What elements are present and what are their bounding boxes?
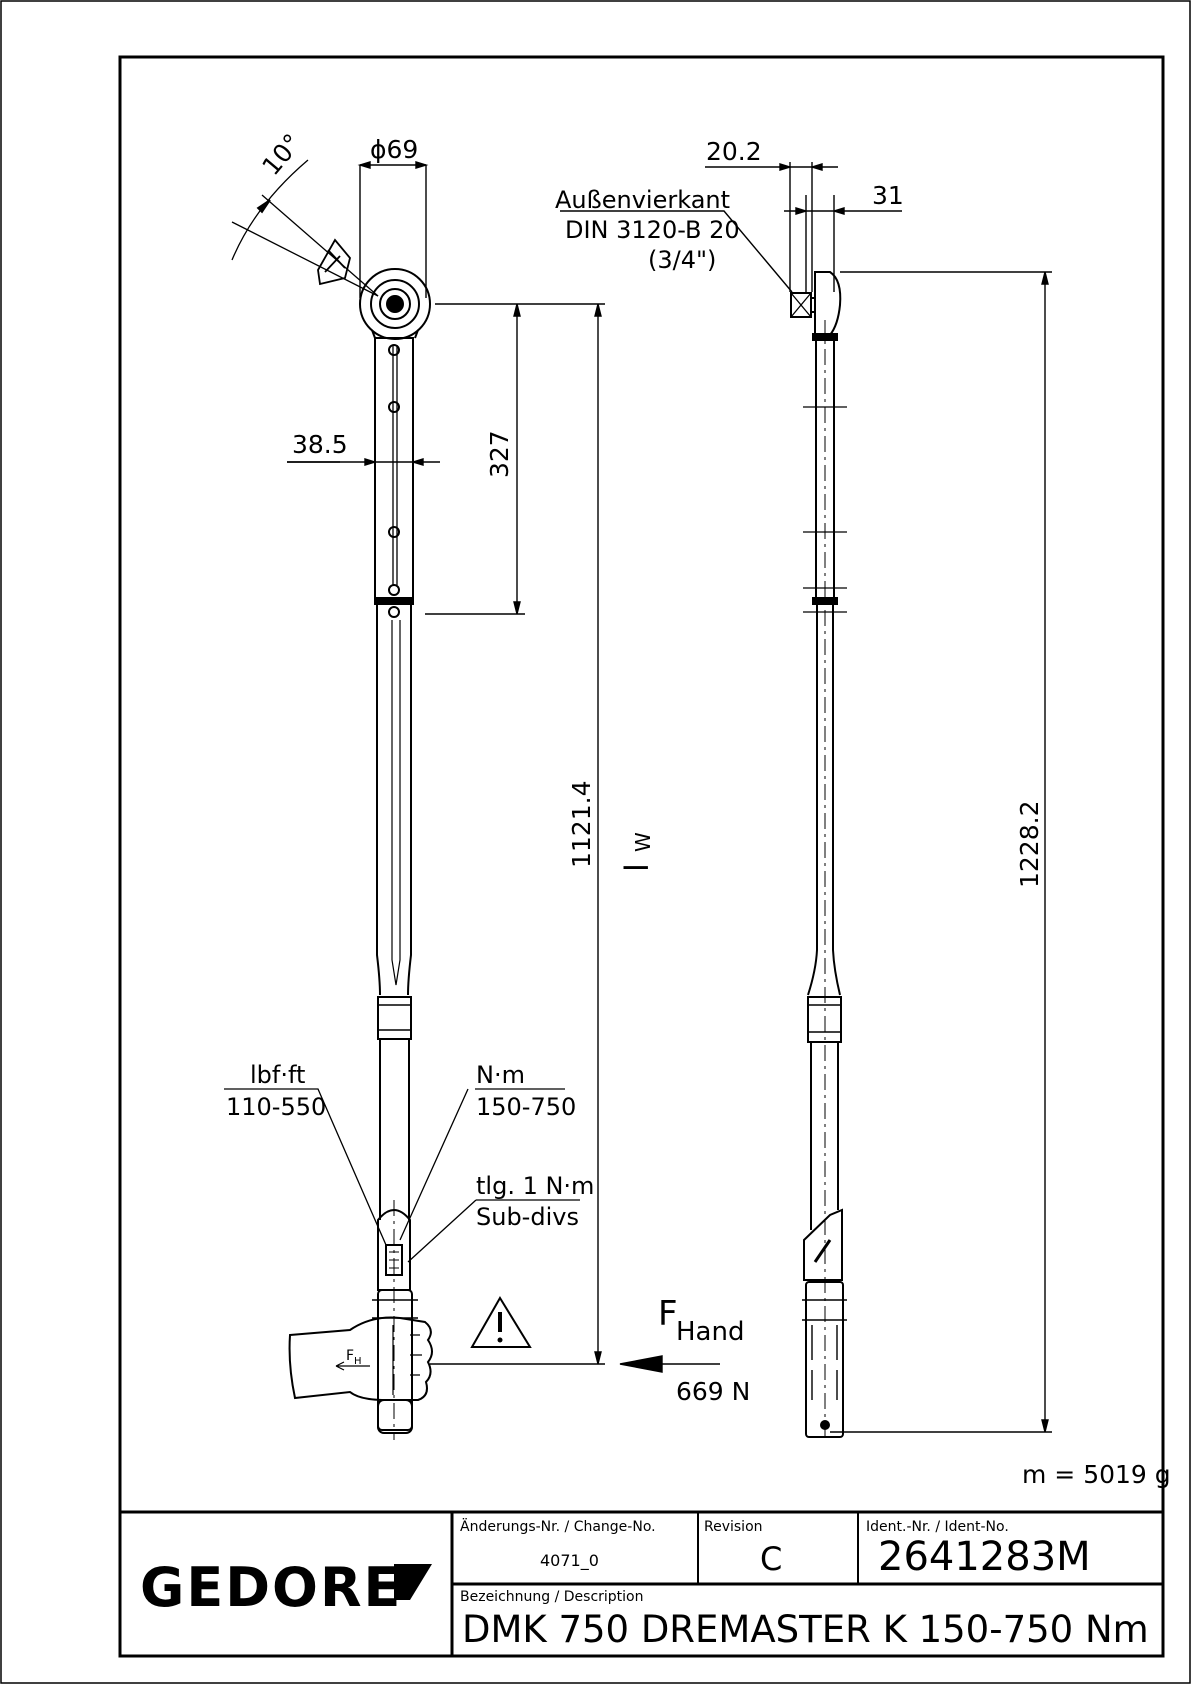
unit-nm-label: N·m [476, 1061, 525, 1089]
title-block [120, 1510, 1163, 1656]
dim-31: 31 [872, 181, 904, 210]
side-head [814, 271, 842, 336]
tube-connector [377, 996, 412, 1040]
effective-length-symbol: l [618, 863, 656, 872]
square-drive [790, 292, 812, 318]
angle-dimension: 10° [256, 128, 307, 181]
subdivision-label-en: Sub-divs [476, 1203, 579, 1231]
revision-value: C [760, 1540, 782, 1578]
scale-window [377, 1209, 411, 1291]
handle-grip [377, 1289, 413, 1431]
subdivision-label-de: tlg. 1 N·m [476, 1172, 594, 1200]
front-dimensions [287, 161, 720, 1373]
gedore-logo: GEDORE [140, 1556, 402, 1619]
drive-label-1: Außenvierkant [555, 186, 730, 214]
warning-icon [470, 1296, 532, 1348]
length-1121-dimension: 1121.4 [567, 781, 596, 868]
drive-label-3: (3/4") [648, 246, 716, 274]
scale-leaders [224, 1088, 580, 1263]
hand-force-symbol: F [658, 1294, 678, 1334]
side-scale-window [803, 1208, 843, 1281]
diameter-dimension: ϕ69 [370, 135, 418, 164]
side-dimensions [560, 162, 1052, 1433]
range-lbf-label: 110-550 [226, 1093, 326, 1121]
length-327-dimension: 327 [485, 430, 514, 478]
hand-force-icon-sub: H [354, 1356, 362, 1367]
width-dimension: 38.5 [292, 430, 348, 459]
side-main-tube [807, 604, 841, 996]
change-no-label: Änderungs-Nr. / Change-No. [460, 1517, 656, 1535]
change-no-value: 4071_0 [540, 1551, 599, 1571]
hand-force-icon-label: F [346, 1348, 354, 1364]
main-tube [376, 604, 412, 996]
drive-label-2: DIN 3120-B 20 [565, 216, 740, 244]
gedore-logo-arrow [394, 1564, 432, 1600]
dim-20-2: 20.2 [706, 137, 762, 166]
drawing-frame [118, 55, 1165, 1658]
ident-no-label: Ident.-Nr. / Ident-No. [866, 1519, 1009, 1535]
ident-no-value: 2641283M [878, 1534, 1091, 1580]
tilted-head-symbol [317, 238, 351, 286]
revision-label: Revision [704, 1519, 763, 1535]
unit-lbf-label: lbf·ft [250, 1061, 305, 1089]
hand-force-value: 669 N [676, 1377, 750, 1406]
hand-illustration [288, 1316, 433, 1401]
description-label: Bezeichnung / Description [460, 1589, 644, 1605]
range-nm-label: 150-750 [476, 1093, 576, 1121]
mass-label: m = 5019 g [1022, 1460, 1171, 1489]
effective-length-sub: W [631, 832, 655, 852]
head-extension-tube [374, 337, 414, 604]
hand-force-sub: Hand [676, 1317, 744, 1347]
side-view [790, 271, 847, 1440]
description-value: DMK 750 DREMASTER K 150-750 Nm [462, 1608, 1149, 1651]
angle-view [231, 159, 379, 297]
front-view [288, 268, 433, 1440]
total-length-dimension: 1228.2 [1015, 801, 1044, 888]
